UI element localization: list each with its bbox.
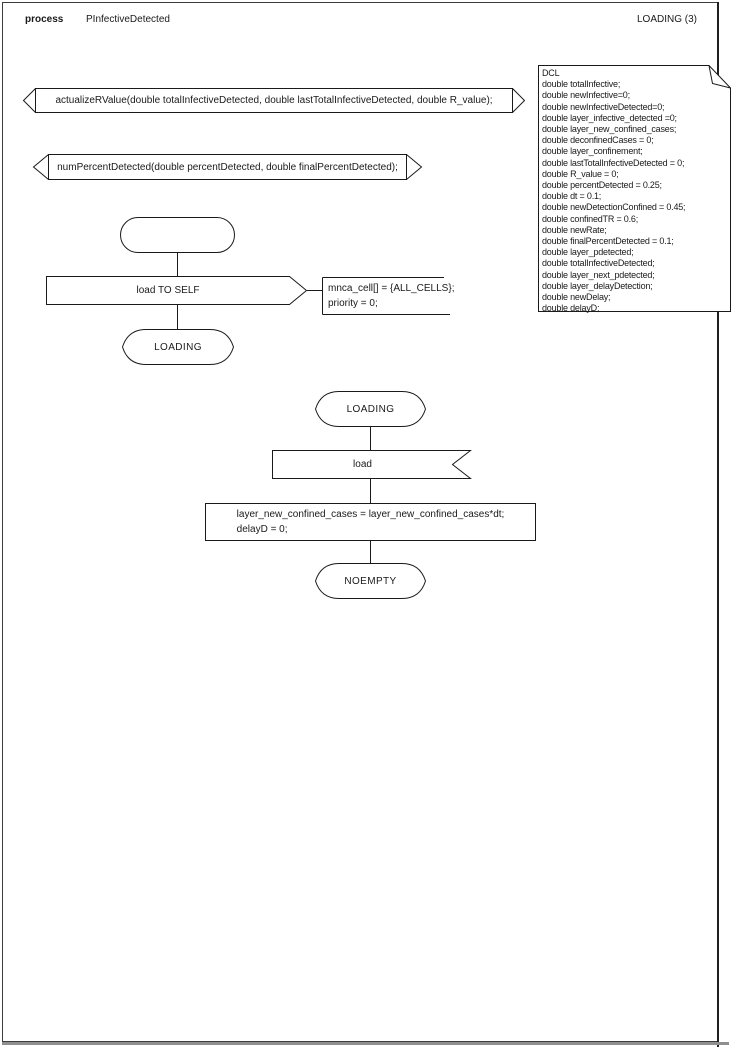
state-label: LOADING: [346, 403, 395, 415]
page-frame: [2, 2, 717, 1042]
connector-line: [370, 427, 371, 450]
page-bottom-shadow: [2, 1042, 729, 1045]
state-symbol-noempty[interactable]: NOEMPTY: [314, 563, 427, 599]
input-symbol-load[interactable]: load: [272, 450, 472, 479]
connector-line: [177, 253, 178, 276]
comment-connector-line: [307, 290, 322, 291]
state-shape: [314, 391, 427, 427]
comment-symbol[interactable]: mnca_cell[] = {ALL_CELLS};priority = 0;: [322, 277, 454, 315]
page-indicator: LOADING (3): [636, 14, 697, 25]
connector-line: [370, 541, 371, 563]
procedure-declaration-label: actualizeRValue(double totalInfectiveDet…: [55, 95, 493, 106]
state-shape: [314, 563, 427, 599]
state-label: LOADING: [154, 341, 202, 353]
start-state-symbol[interactable]: [120, 217, 235, 253]
state-symbol-loading-2[interactable]: LOADING: [314, 391, 427, 427]
input-label: load: [353, 459, 372, 470]
procedure-declaration-label: numPercentDetected(double percentDetecte…: [57, 161, 398, 173]
procedure-declaration-shape: [22, 88, 526, 113]
procedure-declaration-numPercentDetected[interactable]: numPercentDetected(double percentDetecte…: [32, 154, 423, 180]
procedure-declaration-actualizeRValue[interactable]: actualizeRValue(double totalInfectiveDet…: [22, 88, 526, 113]
state-shape: [121, 329, 235, 365]
comment-text: mnca_cell[] = {ALL_CELLS};priority = 0;: [328, 283, 455, 309]
input-shape: [272, 450, 472, 479]
procedure-declaration-shape: [32, 154, 423, 180]
folded-corner-icon: [708, 65, 731, 89]
connector-line: [370, 479, 371, 503]
state-label: NOEMPTY: [344, 575, 397, 587]
process-keyword: process: [25, 14, 64, 25]
output-shape: [46, 276, 308, 305]
task-text: layer_new_confined_cases = layer_new_con…: [236, 509, 505, 535]
state-shape: [120, 217, 235, 253]
state-symbol-loading[interactable]: LOADING: [121, 329, 235, 365]
task-symbol[interactable]: layer_new_confined_cases = layer_new_con…: [205, 503, 536, 541]
output-symbol-load-to-self[interactable]: load TO SELF: [46, 276, 308, 305]
start-state-label: [120, 217, 235, 253]
page-frame-right-line: [717, 2, 719, 1047]
connector-line: [177, 305, 178, 329]
process-name: PInfectiveDetected: [86, 14, 170, 25]
output-label: load TO SELF: [136, 285, 200, 296]
comment-bracket-shape: [322, 277, 450, 315]
